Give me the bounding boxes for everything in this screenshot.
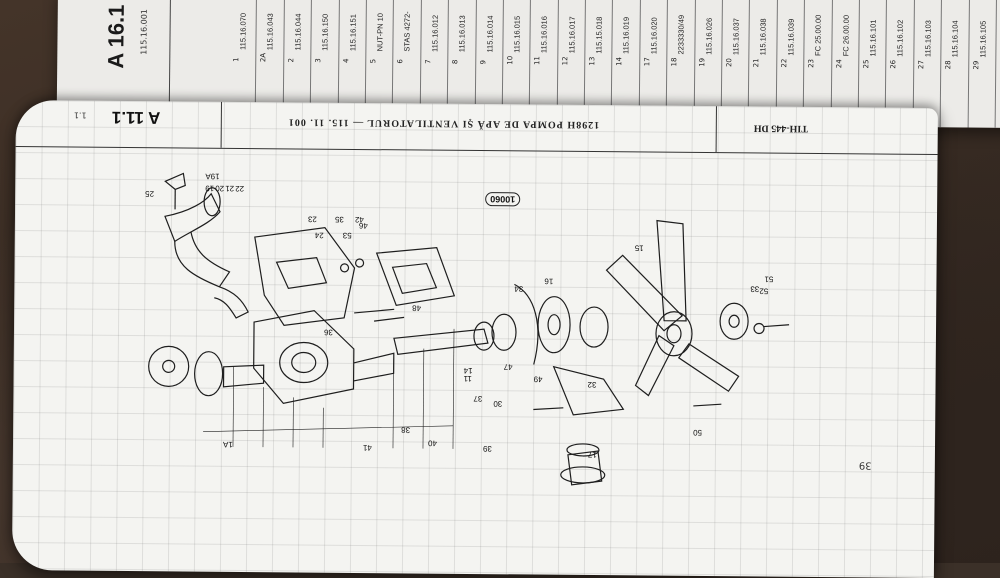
part-callout: 25 xyxy=(145,189,155,199)
row-number: 13 xyxy=(588,56,597,66)
row-part-code: NUT-PN 10 xyxy=(375,12,385,52)
row-part-code: 115.16.026 xyxy=(703,17,714,55)
row-number: 12 xyxy=(560,56,570,66)
part-callout: 37 xyxy=(473,394,483,404)
row-number: 25 xyxy=(862,59,871,69)
part-callout: 48 xyxy=(412,303,422,313)
row-number: 23 xyxy=(807,58,816,68)
row-number: 22 xyxy=(780,58,789,68)
row-part-code: 115.16.019 xyxy=(621,16,632,55)
row-part-code: 115.16.044 xyxy=(293,13,303,51)
row-part-code: FC 25.00.00 xyxy=(813,14,823,57)
row-part-code: 115.16.013 xyxy=(457,15,467,53)
part-callout: 36 xyxy=(323,327,333,337)
row-part-code: 115.16.102 xyxy=(895,19,906,57)
part-callout: 53 xyxy=(342,230,352,240)
row-number: 3 xyxy=(314,58,323,63)
exploded-diagram xyxy=(148,172,790,486)
row-part-code: 115.16.038 xyxy=(758,18,769,56)
row-part-code: 115.16.151 xyxy=(347,14,358,52)
hose-drawing xyxy=(164,172,249,319)
part-callout: 50 xyxy=(693,427,703,437)
row-part-code: 2233330/49 xyxy=(676,14,687,55)
row-part-code: 115.16.101 xyxy=(868,19,878,57)
row-number: 1 xyxy=(232,57,241,62)
row-part-code: 115.15.018 xyxy=(594,16,604,54)
row-number: 26 xyxy=(889,59,898,69)
row-number: 2 xyxy=(287,57,296,63)
row-number: 19 xyxy=(697,57,706,67)
part-callout: 16 xyxy=(544,276,554,286)
part-callout: 19 xyxy=(205,183,215,193)
row-part-code: 115.16.020 xyxy=(649,17,659,55)
part-callout: 21 xyxy=(225,183,235,193)
row-number: 24 xyxy=(834,59,843,69)
row-part-code: 115.16.017 xyxy=(567,16,577,54)
row-number: 20 xyxy=(725,58,734,68)
row-part-code: 115.16.039 xyxy=(786,18,796,56)
part-callout: 17 xyxy=(587,450,597,460)
row-number: 17 xyxy=(643,57,652,67)
row-part-code: 115.16.014 xyxy=(484,15,495,53)
row-part-code: 115.16.070 xyxy=(238,12,248,50)
part-callout: 11 xyxy=(463,373,472,383)
row-number: 28 xyxy=(944,60,953,70)
row-part-code: 115.16.043 xyxy=(265,13,276,51)
row-number: 14 xyxy=(615,56,624,66)
row-part-code: 115.16.150 xyxy=(320,13,330,51)
row-number: 10 xyxy=(506,55,515,65)
part-callout: 30 xyxy=(493,399,503,409)
row-number: 11 xyxy=(533,56,542,66)
row-number: 7 xyxy=(423,59,433,64)
table-row: 28 115.16.104 xyxy=(940,0,970,128)
main-page: A 11.1 1.1 1298H POMPA DE APĂ ŞI VENTILA… xyxy=(11,100,938,578)
part-callout: 24 xyxy=(314,230,324,240)
back-section-code: A 16.1 xyxy=(103,4,129,69)
row-part-code: STAS 4272- xyxy=(402,11,413,52)
row-number: 27 xyxy=(916,60,926,70)
part-callout: 51 xyxy=(764,274,774,284)
row-number: 5 xyxy=(369,58,378,64)
row-number: 9 xyxy=(478,59,487,65)
part-callout: 19A xyxy=(205,171,220,181)
part-callout: 46 xyxy=(358,220,368,231)
water-pump-drawing xyxy=(148,227,456,405)
part-callout: 52 xyxy=(759,286,769,296)
table-row: 29 115.16.105 xyxy=(968,0,997,128)
row-part-code: 115.16.037 xyxy=(731,18,741,56)
part-callout: 40 xyxy=(427,438,437,448)
row-number: 18 xyxy=(670,57,679,67)
row-number: 21 xyxy=(752,58,761,68)
back-section-subtitle: 115.16.001 xyxy=(139,9,149,55)
row-part-code: 115.16.015 xyxy=(512,15,522,53)
part-callout: 38 xyxy=(401,425,411,435)
part-callout: 1A xyxy=(222,439,233,449)
part-callout: 20 xyxy=(215,183,225,193)
row-number: 29 xyxy=(971,60,980,70)
row-part-code: 115.16.103 xyxy=(923,20,933,58)
part-callout: 22 xyxy=(235,183,245,193)
row-part-code: 115.16.105 xyxy=(977,20,988,58)
part-callout: 14 xyxy=(463,365,473,375)
row-number: 4 xyxy=(341,58,350,64)
row-number: 2A xyxy=(259,52,268,63)
fan-blade-drawing xyxy=(605,219,790,397)
table-row: 30115.16.106 xyxy=(995,0,1000,129)
row-number: 6 xyxy=(396,59,405,64)
part-callout: 33 xyxy=(750,284,760,294)
row-part-code: 115.16.012 xyxy=(430,14,440,52)
row-part-code: 115.16.104 xyxy=(950,20,960,58)
part-callout: 39 xyxy=(482,444,492,454)
part-callout: 49 xyxy=(533,374,543,384)
part-callout: 35 xyxy=(334,214,344,224)
part-callout: 47 xyxy=(503,362,513,372)
part-callout: 41 xyxy=(362,443,372,453)
part-callout: 23 xyxy=(307,214,317,224)
row-part-code: 115.16.016 xyxy=(539,16,550,54)
row-number: 8 xyxy=(451,59,460,65)
row-part-code: FC 26.00.00 xyxy=(840,14,851,57)
part-callout: 32 xyxy=(587,379,597,390)
part-callout: 34 xyxy=(514,284,524,294)
part-callout: 15 xyxy=(634,243,644,253)
